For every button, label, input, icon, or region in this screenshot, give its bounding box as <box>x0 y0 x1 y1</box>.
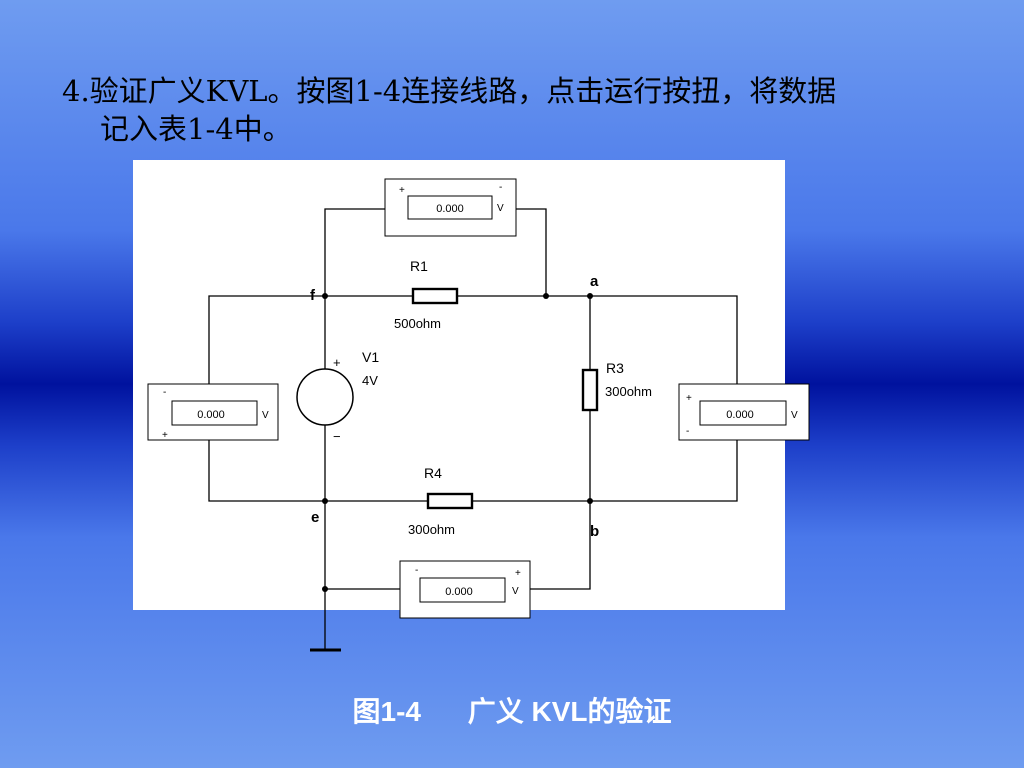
r1-name: R1 <box>410 258 428 274</box>
slide-heading: 4.验证广义KVL。按图1-4连接线路，点击运行按扭，将数据 记入表1-4中。 <box>62 72 962 148</box>
wire-e-to-left-meter <box>208 440 325 502</box>
voltmeter-bottom-reading: 0.000 <box>445 586 473 598</box>
node-label-a: a <box>590 273 599 290</box>
r3-value: 300ohm <box>605 384 652 399</box>
voltmeter-right: 0.000 V + - <box>678 383 810 441</box>
voltmeter-top: 0.000 V + - <box>384 178 517 237</box>
voltmeter-left-unit: V <box>262 410 269 421</box>
voltmeter-top-display <box>407 195 493 220</box>
voltmeter-bottom: 0.000 V - + <box>399 560 531 619</box>
voltmeter-left-display <box>171 400 258 426</box>
heading-line-2: 记入表1-4中。 <box>100 112 292 146</box>
voltmeter-left-minus: - <box>163 387 166 398</box>
r4-value: 300ohm <box>408 522 455 537</box>
voltmeter-left: 0.000 V - + <box>147 383 279 441</box>
junction-f <box>322 293 328 299</box>
figure-caption: 图1-4 广义 KVL的验证 <box>0 690 1024 730</box>
resistor-r3 <box>581 368 599 412</box>
junction-e <box>322 498 328 504</box>
voltmeter-left-reading: 0.000 <box>197 409 225 421</box>
voltmeter-right-minus: - <box>686 426 689 437</box>
wire-top-meter-to-a <box>516 208 547 296</box>
junction-b <box>587 498 593 504</box>
voltmeter-top-unit: V <box>497 203 504 214</box>
resistor-r1 <box>411 287 459 305</box>
node-label-f: f <box>310 287 316 304</box>
junction-top-meter-tap <box>543 293 549 299</box>
node-label-e: e <box>311 509 319 526</box>
voltmeter-right-display <box>699 400 787 426</box>
voltage-source-v1 <box>296 368 354 426</box>
voltmeter-right-reading: 0.000 <box>726 409 754 421</box>
voltmeter-top-plus: + <box>399 185 405 196</box>
caption-text: 广义 KVL的验证 <box>467 696 672 727</box>
wire-a-to-right-meter <box>590 295 738 384</box>
wire-left-meter-to-f <box>208 295 325 384</box>
wire-bottom-meter-to-b <box>530 501 591 590</box>
voltmeter-top-minus: - <box>499 182 502 193</box>
junction-a <box>587 293 593 299</box>
heading-line-1: 4.验证广义KVL。按图1-4连接线路，点击运行按扭，将数据 <box>62 74 837 108</box>
r3-name: R3 <box>606 360 624 376</box>
voltmeter-bottom-display <box>419 577 506 603</box>
v1-plus-sign: + <box>333 355 341 370</box>
v1-value: 4V <box>362 373 378 388</box>
voltmeter-left-plus: + <box>162 430 168 441</box>
voltmeter-bottom-plus: + <box>515 568 521 579</box>
r1-value: 500ohm <box>394 316 441 331</box>
r4-name: R4 <box>424 465 442 481</box>
voltmeter-bottom-minus: - <box>415 565 418 576</box>
node-label-b: b <box>590 523 599 540</box>
wire-f-to-top-meter <box>324 208 385 296</box>
voltmeter-right-unit: V <box>791 410 798 421</box>
voltmeter-right-plus: + <box>686 393 692 404</box>
junction-ground <box>322 586 328 592</box>
caption-number: 图1-4 <box>352 696 421 727</box>
voltmeter-top-reading: 0.000 <box>436 203 464 215</box>
voltmeter-bottom-unit: V <box>512 586 519 597</box>
wire-right-meter-to-b <box>590 440 738 502</box>
v1-minus-sign: − <box>333 429 341 444</box>
resistor-r4 <box>426 492 474 510</box>
v1-name: V1 <box>362 349 379 365</box>
